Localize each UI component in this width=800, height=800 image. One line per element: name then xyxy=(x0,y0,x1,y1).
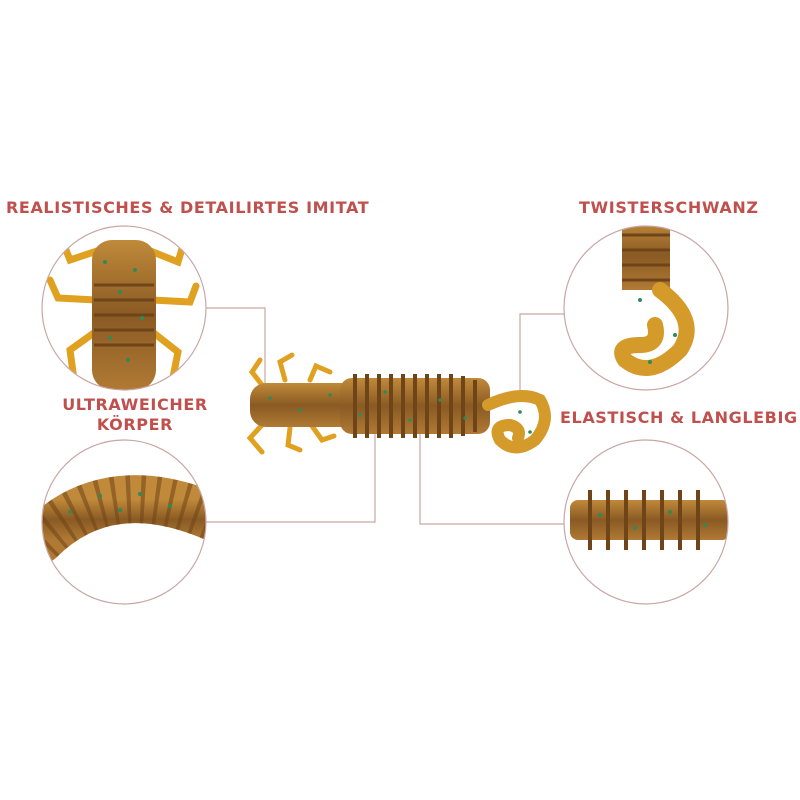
detail-circle-head-border xyxy=(41,225,207,391)
label-ultrasoft-body: ULTRAWEICHER KÖRPER xyxy=(30,395,240,435)
connector-twister xyxy=(519,313,566,395)
connector-ultrasoft xyxy=(206,420,376,523)
bait-legs xyxy=(246,352,337,455)
detail-circle-body-border xyxy=(41,439,207,605)
detail-circle-body xyxy=(42,440,206,604)
detail-circle-head xyxy=(42,226,206,390)
bait-ribs xyxy=(353,374,477,438)
bait-head xyxy=(250,383,360,427)
detail-circle-elastic xyxy=(564,440,728,604)
label-realistic-imitation: REALISTISCHES & DETAILIRTES IMITAT xyxy=(6,198,370,217)
connector-lines xyxy=(206,307,566,525)
bait-twister-tail xyxy=(482,390,551,454)
label-elastic-durable: ELASTISCH & LANGLEBIG xyxy=(560,408,798,427)
bait-glitter xyxy=(268,390,532,434)
label-ultrasoft-line1: ULTRAWEICHER xyxy=(62,395,208,414)
connector-realistic xyxy=(206,307,266,385)
label-twister-tail: TWISTERSCHWANZ xyxy=(579,198,759,217)
detail-circle-tail xyxy=(564,226,728,390)
label-ultrasoft-line2: KÖRPER xyxy=(96,415,174,434)
detail-circle-tail-border xyxy=(563,225,729,391)
main-bait xyxy=(246,352,551,455)
detail-circle-elastic-border xyxy=(563,439,729,605)
connector-elastic xyxy=(419,420,566,525)
